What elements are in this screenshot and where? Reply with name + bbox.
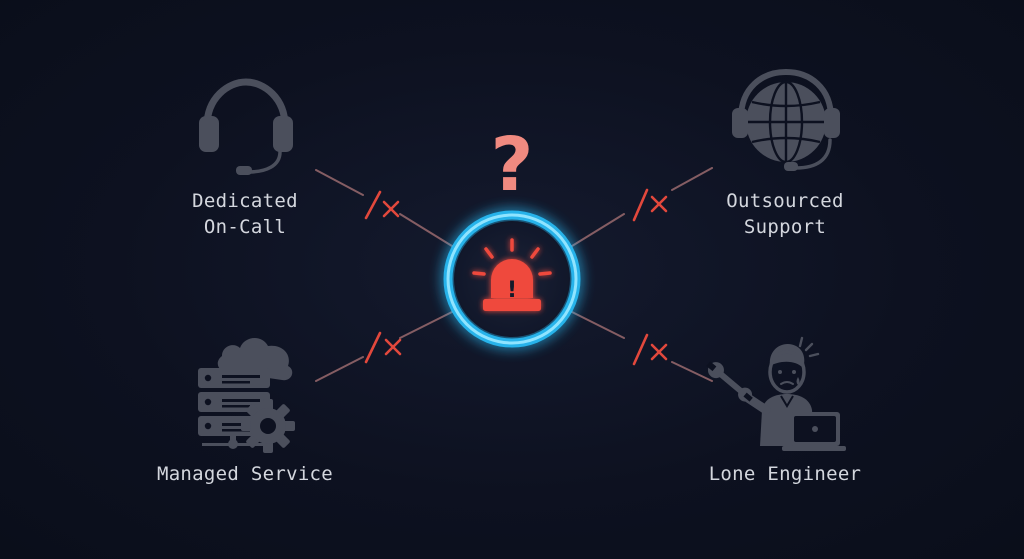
label-line: Support — [743, 216, 827, 238]
label-line: On-Call — [203, 216, 287, 238]
connector-managed — [315, 311, 453, 382]
label-line: Dedicated — [192, 190, 298, 212]
globe-headset-icon — [732, 68, 840, 171]
label-dedicated-on-call: Dedicated On-Call — [170, 188, 320, 240]
headset-icon — [199, 78, 293, 175]
broken-link-dedicated — [364, 190, 400, 220]
server-cloud-gear-icon — [198, 337, 295, 453]
connector-dedicated — [315, 169, 453, 247]
stressed-engineer-icon — [706, 336, 846, 451]
broken-link-outsourced — [632, 188, 668, 222]
connector-outsourced — [571, 167, 713, 247]
label-outsourced-support: Outsourced Support — [700, 188, 870, 240]
label-line: Lone Engineer — [708, 463, 862, 485]
label-line: Managed Service — [156, 463, 334, 485]
connector-lone — [571, 311, 713, 382]
label-managed-service: Managed Service — [130, 461, 360, 487]
label-line: Outsourced — [726, 190, 844, 212]
broken-link-managed — [364, 331, 402, 364]
label-lone-engineer: Lone Engineer — [690, 461, 880, 487]
alarm-siren-icon — [472, 238, 552, 311]
question-mark: ? — [491, 122, 534, 208]
alarm-exclamation: ! — [507, 278, 517, 303]
broken-link-lone — [632, 333, 668, 366]
alarm-hub: ! — [443, 210, 581, 348]
